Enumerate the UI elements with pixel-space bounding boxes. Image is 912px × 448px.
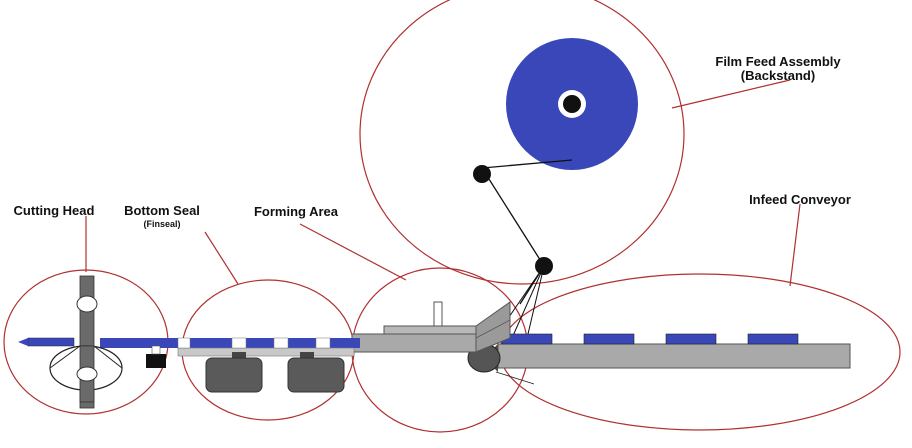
finseal-wheel-left bbox=[205, 357, 263, 393]
forming-shoulder bbox=[475, 301, 511, 353]
film-web-path-3 bbox=[511, 265, 545, 339]
finseal-motor-block bbox=[146, 354, 166, 368]
cutting-head-lower-knife bbox=[76, 366, 98, 382]
finseal-white-gap-3 bbox=[273, 337, 289, 349]
bottom-seal-sublabel: (Finseal) bbox=[143, 219, 180, 229]
dancer-roller-upper bbox=[473, 165, 491, 183]
infeed-conveyor-label: Infeed Conveyor bbox=[749, 192, 851, 207]
forming-box-top bbox=[383, 325, 479, 335]
finseal-white-gap-1 bbox=[177, 337, 191, 349]
cutting-head-rotor-spoke-right bbox=[93, 345, 123, 369]
forming-area-label: Forming Area bbox=[254, 204, 339, 219]
film-web-path-4 bbox=[527, 265, 545, 335]
infeed-product-2 bbox=[583, 333, 635, 345]
cut-product-tip bbox=[18, 338, 28, 346]
dancer-roller-lower bbox=[535, 257, 553, 275]
infeed-conveyor-bed bbox=[497, 343, 851, 369]
finseal-heater-right bbox=[300, 352, 314, 360]
cutting-head-upper-knife bbox=[76, 295, 98, 313]
film-roll-core bbox=[563, 95, 581, 113]
finseal-white-gap-4 bbox=[315, 337, 331, 349]
cut-product bbox=[27, 337, 75, 347]
infeed-leader-line bbox=[789, 203, 801, 287]
film-feed-sublabel: (Backstand) bbox=[741, 68, 815, 83]
bottom-seal-label: Bottom Seal bbox=[124, 203, 200, 218]
finseal-strip bbox=[177, 347, 355, 357]
forming-area-leader-line bbox=[299, 223, 407, 281]
finseal-white-gap-2 bbox=[231, 337, 247, 349]
forming-shoulder-edge bbox=[475, 319, 511, 339]
film-feed-callout-circle bbox=[359, 0, 685, 285]
film-feed-leader-line bbox=[671, 79, 791, 109]
forming-box-body bbox=[351, 333, 477, 353]
cutting-head-rotor-spoke-left bbox=[49, 345, 81, 369]
finseal-heater-left bbox=[232, 352, 246, 360]
product-tube bbox=[100, 338, 360, 348]
film-web-path bbox=[480, 159, 573, 305]
finseal-wheel-right bbox=[287, 357, 345, 393]
infeed-product-3 bbox=[665, 333, 717, 345]
infeed-drive-line bbox=[495, 371, 535, 385]
film-feed-label: Film Feed Assembly bbox=[715, 54, 841, 69]
cutting-head-label: Cutting Head bbox=[14, 203, 95, 218]
finseal-motor-stem bbox=[151, 345, 161, 355]
forming-box-post bbox=[433, 301, 443, 327]
bottom-seal-leader-line bbox=[204, 231, 239, 285]
infeed-product-4 bbox=[747, 333, 799, 345]
